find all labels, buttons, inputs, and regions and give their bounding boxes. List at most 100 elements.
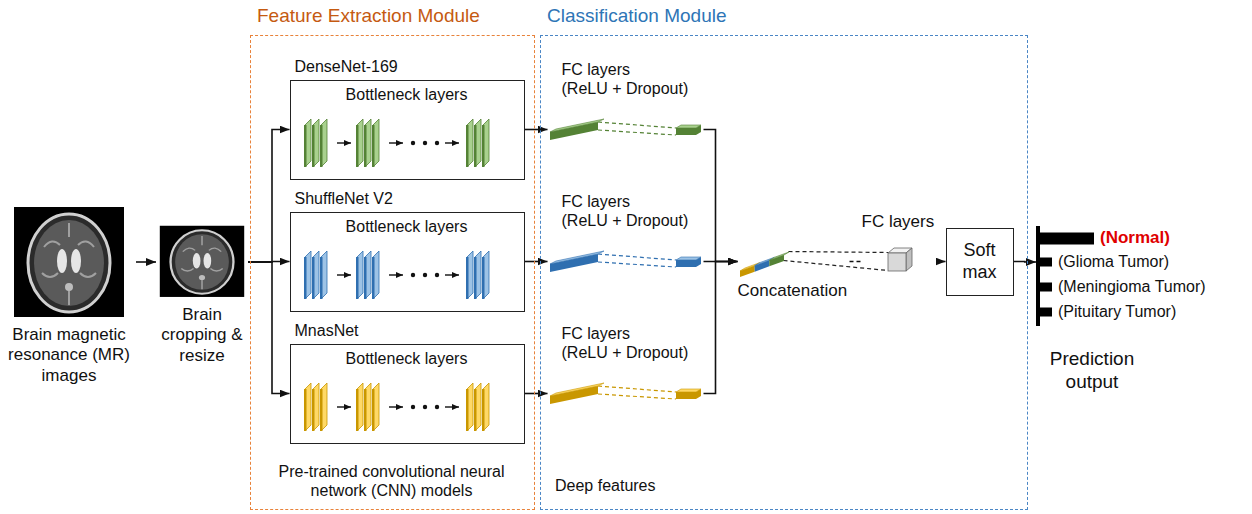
- layer-plate: [373, 383, 379, 431]
- connector-arrow: [248, 262, 290, 394]
- text-slot: Pre-trained convolutional neural network…: [254, 462, 529, 500]
- connector-arrow: [1014, 261, 1037, 263]
- concatenation-node: Concatenation: [738, 247, 850, 307]
- scan-background: [14, 207, 124, 317]
- fc-layer-illustration: [548, 106, 704, 154]
- connector-arrow: [704, 262, 738, 394]
- fc-layer-illustration: [548, 238, 704, 286]
- layer-plate-edge: [482, 389, 485, 431]
- concatenated-feature-bar: [738, 247, 794, 279]
- fc-output-front: [676, 392, 696, 399]
- layer-plate-edge: [372, 389, 375, 431]
- text-slot: Feature Extraction Module: [257, 5, 480, 28]
- bottleneck-layers-illustration: [291, 111, 523, 175]
- layer-arrow: [445, 274, 459, 275]
- text-slot: Brain magnetic resonance (MR) images: [2, 325, 136, 386]
- ellipsis-dot: [410, 404, 414, 408]
- layer-arrow: [389, 274, 403, 275]
- connector-arrow: [525, 261, 548, 263]
- text-slot: Brain cropping & resize: [156, 305, 248, 366]
- ellipsis-dot: [422, 404, 426, 408]
- fc-output-side: [696, 389, 701, 399]
- ventricle: [193, 253, 201, 269]
- layer-arrow: [389, 406, 403, 407]
- concat-segment-front: [769, 255, 784, 266]
- layer-plate-edge: [466, 125, 469, 167]
- fc-layer-node: FC layers (ReLU + Dropout): [548, 192, 704, 292]
- layer-plate-edge: [364, 389, 367, 431]
- classification-module: Classification ModuleDeep featuresFC lay…: [540, 35, 1028, 510]
- layer-plate-edge: [482, 125, 485, 167]
- layer-plate: [313, 251, 319, 299]
- brain-folds: [181, 236, 222, 289]
- text-slot: (Normal): [1100, 228, 1170, 248]
- layer-plate: [467, 119, 473, 167]
- fc-dashed-link: [598, 394, 676, 399]
- layer-plate-edge: [466, 389, 469, 431]
- layer-plate-edge: [364, 257, 367, 299]
- layer-plate: [305, 251, 311, 299]
- layer-plate: [475, 383, 481, 431]
- mri-image-node: Brain magnetic resonance (MR) images: [2, 207, 136, 397]
- connector-arrow: [525, 393, 548, 395]
- layer-plate-edge: [312, 125, 315, 167]
- text-slot: (Meningioma Tumor): [1058, 277, 1206, 296]
- block-label: Bottleneck layers: [291, 217, 523, 236]
- ellipsis-dot: [434, 140, 438, 144]
- class-label: (Glioma Tumor): [1058, 252, 1169, 271]
- text-slot: (Pituitary Tumor): [1058, 302, 1176, 321]
- prediction-bar: [1038, 233, 1094, 245]
- prediction-bar: [1038, 258, 1052, 267]
- fc-output-side: [696, 125, 701, 135]
- model-name: MnasNet: [295, 321, 359, 340]
- text-slot: Classification Module: [547, 5, 727, 28]
- bottleneck-layers-illustration: [291, 375, 523, 439]
- connector-layer: [136, 130, 1036, 394]
- cube-front: [888, 253, 906, 271]
- fc-dashed-link: [598, 130, 676, 135]
- layer-plate-edge: [372, 125, 375, 167]
- text-slot: (Glioma Tumor): [1058, 252, 1169, 271]
- fc-layer-node: FC layers: [862, 212, 937, 282]
- ellipsis-dot: [434, 272, 438, 276]
- layer-label: FC layers: [862, 212, 935, 232]
- layer-arrow: [337, 406, 351, 407]
- block-label: Bottleneck layers: [291, 85, 523, 104]
- fc-output-side: [696, 257, 701, 267]
- fc-layer-node: FC layers (ReLU + Dropout): [548, 60, 704, 160]
- prediction-bar: [1038, 308, 1052, 317]
- layer-plate: [373, 251, 379, 299]
- softmax-box: Soft max: [946, 228, 1014, 296]
- layer-plate: [483, 383, 489, 431]
- layer-arrow: [337, 142, 351, 143]
- dashed-projection: [789, 252, 889, 253]
- fc-bar-front: [550, 122, 598, 140]
- layer-plate-edge: [474, 389, 477, 431]
- class-label: (Normal): [1100, 228, 1170, 248]
- brain-tissue: [34, 220, 104, 306]
- brain-stem: [199, 275, 205, 280]
- layer-plate-edge: [364, 125, 367, 167]
- brain-tissue: [175, 234, 229, 290]
- class-label: (Pituitary Tumor): [1058, 302, 1176, 321]
- text-slot: ShuffleNet V2: [295, 189, 393, 208]
- layer-plate-edge: [474, 257, 477, 299]
- connector-arrow: [704, 130, 738, 262]
- layer-label: FC layers (ReLU + Dropout): [562, 192, 702, 230]
- ventricle: [71, 249, 81, 273]
- layer-plate: [365, 119, 371, 167]
- layer-plate-edge: [312, 389, 315, 431]
- layer-plate: [357, 383, 363, 431]
- cropped-image-node: Brain cropping & resize: [156, 229, 248, 369]
- layer-plate-edge: [356, 257, 359, 299]
- layer-plate-edge: [482, 257, 485, 299]
- text-slot: FC layers: [862, 212, 935, 232]
- layer-arrow: [445, 406, 459, 407]
- skull: [171, 230, 234, 293]
- ellipsis-dot: [434, 404, 438, 408]
- box-label: Soft max: [952, 240, 1008, 283]
- fc-output-front: [676, 128, 696, 135]
- layer-label: FC layers (ReLU + Dropout): [562, 60, 702, 98]
- layer-plate: [475, 251, 481, 299]
